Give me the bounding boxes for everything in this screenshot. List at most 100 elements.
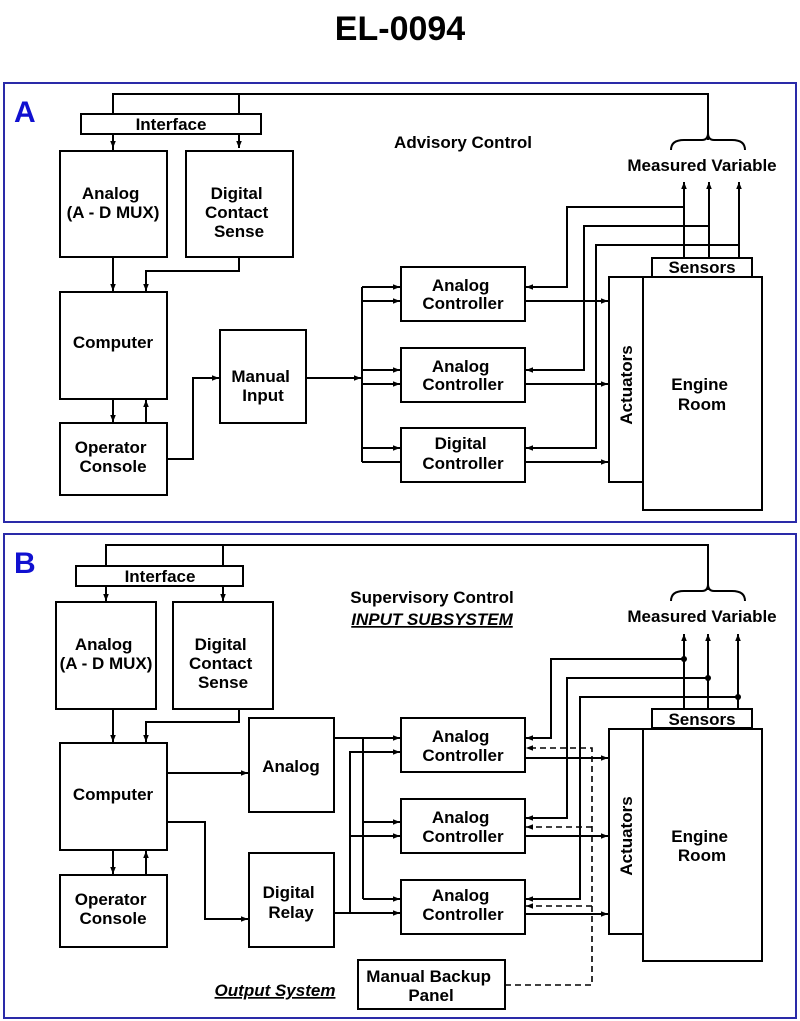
svg-text:Analog Controller: Analog Controller <box>422 357 504 394</box>
analog-mux-line2: (A - D MUX) <box>60 654 153 673</box>
engine-room-box <box>642 728 763 962</box>
svg-text:Analog Controller: Analog Controller <box>422 886 504 924</box>
supervisory-control-heading: Supervisory Control <box>350 588 513 607</box>
controller-box-1 <box>400 717 526 773</box>
controller-1-line1: Analog <box>432 727 490 746</box>
sensors-label: Sensors <box>668 710 735 729</box>
measured-variable-label: Measured Variable <box>627 156 776 175</box>
svg-text:Engine Room: Engine Room <box>671 827 732 865</box>
actuators-box <box>608 276 644 483</box>
controller-2-line2: Controller <box>422 827 504 846</box>
controller-1-line1: Analog <box>432 276 490 295</box>
svg-text:Analog Controller: Analog Controller <box>422 808 504 846</box>
interface-label: Interface <box>125 567 196 586</box>
panel-b-border <box>3 533 797 1019</box>
analog-mux-box <box>59 150 168 258</box>
analog-output-box <box>248 717 335 813</box>
actuators-label: Actuators <box>617 345 636 424</box>
actuators-box <box>608 728 644 935</box>
operator-console-line2: Console <box>79 457 146 476</box>
panel-a: A Interface Advisory Control Analog (A -… <box>3 82 797 523</box>
analog-mux-line1: Analog <box>75 635 133 654</box>
controller-2-line1: Analog <box>432 808 490 827</box>
controller-box-1 <box>400 266 526 322</box>
figure-title: EL-0094 <box>335 10 465 48</box>
output-system-label: Output System <box>215 981 336 1000</box>
digital-contact-line3: Sense <box>198 673 248 692</box>
controller-box-2 <box>400 347 526 403</box>
controller-3-line1: Analog <box>432 886 490 905</box>
computer-box <box>59 742 168 851</box>
digital-contact-sense-box <box>185 150 294 258</box>
manual-backup-line1: Manual Backup <box>366 967 491 986</box>
computer-label: Computer <box>73 785 154 804</box>
digital-contact-line2: Contact <box>189 654 253 673</box>
controller-3-line1: Digital <box>435 434 487 453</box>
svg-text:Engine Room: Engine Room <box>671 375 732 414</box>
digital-contact-line2: Contact <box>205 203 269 222</box>
svg-text:Analog Controller: Analog Controller <box>422 727 504 765</box>
interface-box <box>80 113 262 135</box>
svg-text:Digital Relay: Digital Relay <box>263 883 320 922</box>
input-subsystem-heading: INPUT SUBSYSTEM <box>351 610 513 629</box>
controller-1-line2: Controller <box>422 746 504 765</box>
controller-3-line2: Controller <box>422 905 504 924</box>
computer-label: Computer <box>73 333 154 352</box>
analog-mux-box <box>55 601 157 710</box>
svg-text:Operator Console: Operator Console <box>75 438 152 476</box>
controller-2-line2: Controller <box>422 375 504 394</box>
svg-text:Digital Contact Se: Digital Contact Sense <box>189 635 257 692</box>
digital-contact-line1: Digital <box>195 635 247 654</box>
digital-relay-line1: Digital <box>263 883 315 902</box>
svg-text:Analog (A - D MUX): Analog (A - D MUX) <box>60 635 153 673</box>
controller-1-line2: Controller <box>422 294 504 313</box>
measured-variable-brace <box>670 132 746 151</box>
svg-text:Analog (A - D MUX): Analog (A - D MUX) <box>67 184 160 222</box>
operator-console-line2: Console <box>79 909 146 928</box>
measured-variable-label: Measured Variable <box>627 607 776 626</box>
analog-mux-line2: (A - D MUX) <box>67 203 160 222</box>
manual-input-line2: Input <box>242 386 284 405</box>
engine-room-line2: Room <box>678 846 726 865</box>
manual-input-box <box>219 329 307 424</box>
operator-console-box <box>59 422 168 496</box>
manual-input-line1: Manual <box>231 367 290 386</box>
operator-console-line1: Operator <box>75 890 147 909</box>
svg-text:Operator Console: Operator Console <box>75 890 152 928</box>
engine-room-line1: Engine <box>671 827 728 846</box>
analog-output-label: Analog <box>262 757 320 776</box>
controller-2-line1: Analog <box>432 357 490 376</box>
panel-b-letter: B <box>14 547 36 580</box>
digital-relay-box <box>248 852 335 948</box>
controller-box-3 <box>400 427 526 483</box>
engine-room-line2: Room <box>678 395 726 414</box>
digital-contact-line1: Digital <box>211 184 263 203</box>
manual-backup-panel-box <box>357 959 506 1010</box>
interface-label: Interface <box>136 115 207 134</box>
digital-contact-sense-box <box>172 601 274 710</box>
svg-text:Digital Controller: Digital Controller <box>422 434 504 473</box>
analog-mux-line1: Analog <box>82 184 140 203</box>
measured-variable-brace <box>670 583 746 602</box>
actuators-label: Actuators <box>617 796 636 875</box>
svg-text:Manual Backup Panel: Manual Backup Panel <box>366 967 495 1005</box>
svg-text:Digital Contact Se: Digital Contact Sense <box>205 184 273 241</box>
panel-a-border <box>3 82 797 523</box>
advisory-control-heading: Advisory Control <box>394 133 532 152</box>
panel-b: B Interface Supervisory Control INPUT SU… <box>3 533 797 1019</box>
sensors-label: Sensors <box>668 258 735 277</box>
manual-backup-line2: Panel <box>408 986 453 1005</box>
controller-box-2 <box>400 798 526 854</box>
svg-text:Manual Input: Manual Input <box>231 367 294 405</box>
digital-relay-line2: Relay <box>268 903 314 922</box>
controller-3-line2: Controller <box>422 454 504 473</box>
svg-text:Analog Controller: Analog Controller <box>422 276 504 313</box>
operator-console-box <box>59 874 168 948</box>
engine-room-box <box>642 276 763 511</box>
interface-box <box>75 565 244 587</box>
controller-box-3 <box>400 879 526 935</box>
engine-room-line1: Engine <box>671 375 728 394</box>
operator-console-line1: Operator <box>75 438 147 457</box>
panel-a-letter: A <box>14 96 36 129</box>
